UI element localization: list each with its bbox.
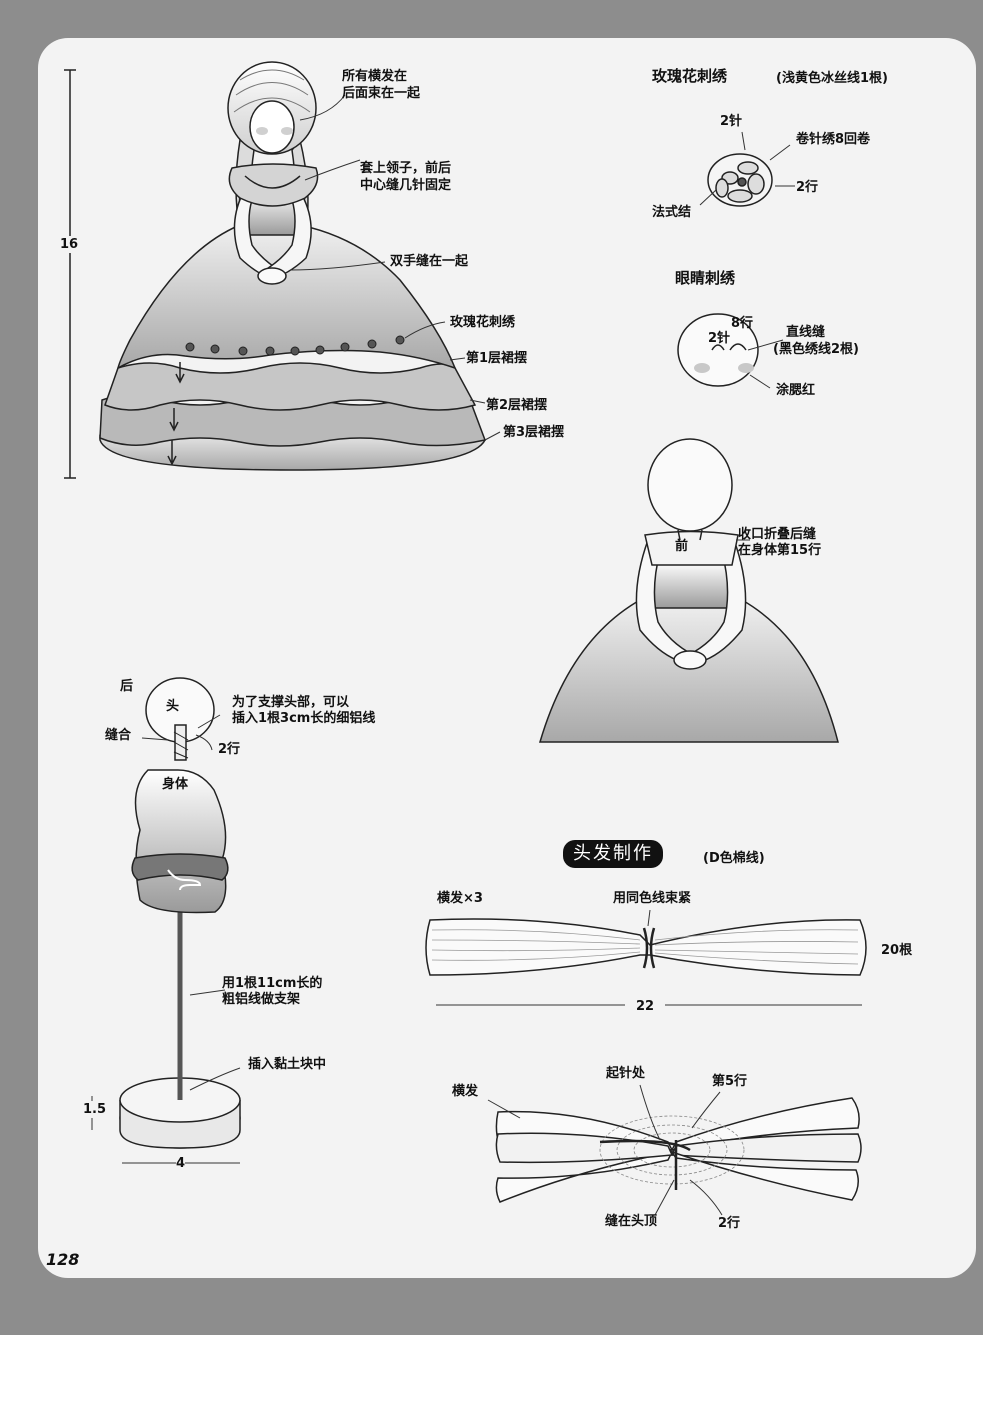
straight-stitch-label: 直线缝 (786, 325, 826, 340)
neck-two-rows: 2行 (218, 742, 241, 757)
row5-label: 第5行 (712, 1074, 748, 1089)
rose-label: 玫瑰花刺绣 (450, 315, 516, 330)
doll-figure (99, 61, 501, 471)
eye-two-stitch: 2针 (708, 331, 731, 346)
front-label: 前 (675, 539, 689, 554)
hair-strand-label: 横发 (452, 1084, 479, 1099)
skirt-tier-1 (104, 362, 477, 411)
tier1-label: 第1层裙摆 (466, 351, 528, 366)
body-label: 身体 (162, 777, 189, 792)
height-label: 16 (60, 236, 79, 253)
rose-two-rows: 2行 (796, 180, 819, 195)
rose-two-stitch: 2针 (720, 114, 743, 129)
page-number: 128 (46, 1250, 80, 1269)
french-knot-label: 法式结 (652, 205, 692, 220)
tier3-label: 第3层裙摆 (503, 425, 565, 440)
back-label: 后 (120, 679, 134, 694)
eye-section-title: 眼睛刺绣 (675, 269, 736, 287)
hair-section-title: 头发制作 (563, 840, 663, 868)
fold-label-1: 收口折叠后缝 (738, 527, 817, 542)
base-width-label: 4 (176, 1155, 186, 1172)
hands-label: 双手缝在一起 (390, 254, 469, 269)
support-label-1: 为了支撑头部，可以 (232, 695, 350, 710)
base-height-label: 1.5 (83, 1101, 107, 1118)
hair-length-label: 22 (636, 999, 655, 1014)
collar-label-2: 中心缝几针固定 (360, 178, 452, 193)
hair-back-label-1: 所有横发在 (342, 69, 408, 84)
eye-thread-label: (黑色绣线2根) (773, 342, 859, 357)
sew-label: 缝合 (105, 728, 132, 743)
hair-count-label: 20根 (881, 943, 913, 958)
skirt-top (116, 224, 457, 370)
hair-section-note: (D色棉线) (703, 851, 765, 866)
hair-back-label-2: 后面束在一起 (342, 86, 421, 101)
fold-label-2: 在身体第15行 (738, 543, 822, 558)
sew-top-label: 缝在头顶 (605, 1214, 658, 1229)
illustration (64, 61, 867, 1216)
frame-label-2: 粗铝线做支架 (222, 992, 301, 1007)
eye-eight-rows: 8行 (731, 316, 754, 331)
body-stand-diagram (91, 677, 241, 1164)
bullion-label: 卷针绣8回卷 (796, 132, 871, 147)
head-label: 头 (166, 699, 180, 714)
height-ruler (64, 69, 76, 479)
support-label-2: 插入1根3cm长的细铝线 (232, 711, 376, 726)
frame-label-1: 用1根11cm长的 (222, 976, 323, 991)
collar-label-1: 套上领子，前后 (360, 161, 452, 176)
front-figure (538, 438, 839, 743)
hair-tie-label: 用同色线束紧 (613, 891, 692, 906)
hair-bundle-diagram (425, 909, 867, 1006)
eye-diagram (677, 313, 784, 389)
tier2-label: 第2层裙摆 (486, 398, 548, 413)
clay-label: 插入黏土块中 (248, 1057, 327, 1072)
rose-section-note: (浅黄色冰丝线1根) (776, 71, 888, 86)
page-sheet (38, 38, 976, 1278)
hair-sew-diagram (487, 1084, 862, 1216)
rose-diagram (699, 131, 795, 207)
start-label: 起针处 (606, 1066, 646, 1081)
hair-strands-label: 横发×3 (437, 891, 483, 906)
blush-label: 涂腮红 (776, 383, 816, 398)
hair-two-rows: 2行 (718, 1216, 741, 1231)
rose-section-title: 玫瑰花刺绣 (652, 67, 728, 85)
